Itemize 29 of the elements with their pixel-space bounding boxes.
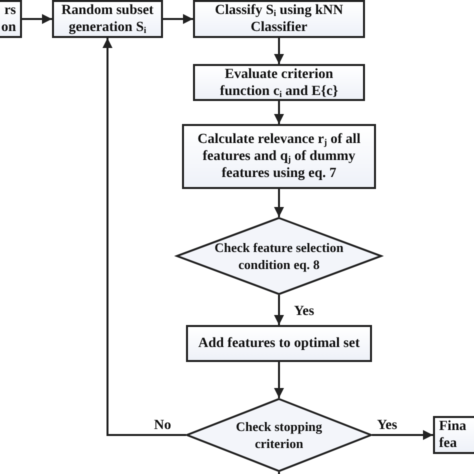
arrow	[274, 189, 284, 217]
process-box	[193, 0, 365, 38]
arrow	[22, 14, 52, 24]
arrow	[274, 101, 284, 124]
arrow	[274, 38, 284, 64]
node-text: rs on	[0, 2, 16, 36]
arrow	[102, 38, 186, 436]
process-box	[433, 416, 474, 454]
node-text: Random subset generation S$_{i}$	[60, 2, 155, 36]
edge-label: No	[154, 418, 172, 434]
decision-diamond	[186, 398, 372, 472]
node-text: Check stopping criterion	[234, 418, 324, 452]
process-box	[182, 124, 376, 189]
arrow	[274, 295, 284, 325]
decision-diamond	[176, 217, 382, 295]
node-text: Check feature selection condition eq. 8	[213, 239, 344, 273]
process-box	[186, 325, 372, 362]
arrow	[372, 430, 433, 440]
node-text: Add features to optimal set	[198, 335, 360, 352]
edge-label: Yes	[294, 304, 314, 320]
arrow	[163, 14, 193, 24]
node-text: Classify S$_{i}$ using kNN Classifier	[214, 2, 344, 36]
node-text: Calculate relevance r$_{j}$ of all features and q$_{j}$ of dummy features using eq. 7	[196, 131, 362, 182]
process-box	[52, 0, 163, 38]
node-text: Fina fea	[439, 418, 468, 452]
edge-label: Yes	[377, 418, 398, 434]
node-text: Evaluate criterion function c$_{i}$ and E{c}	[218, 66, 340, 100]
arrow	[274, 362, 284, 398]
process-box	[193, 64, 365, 101]
